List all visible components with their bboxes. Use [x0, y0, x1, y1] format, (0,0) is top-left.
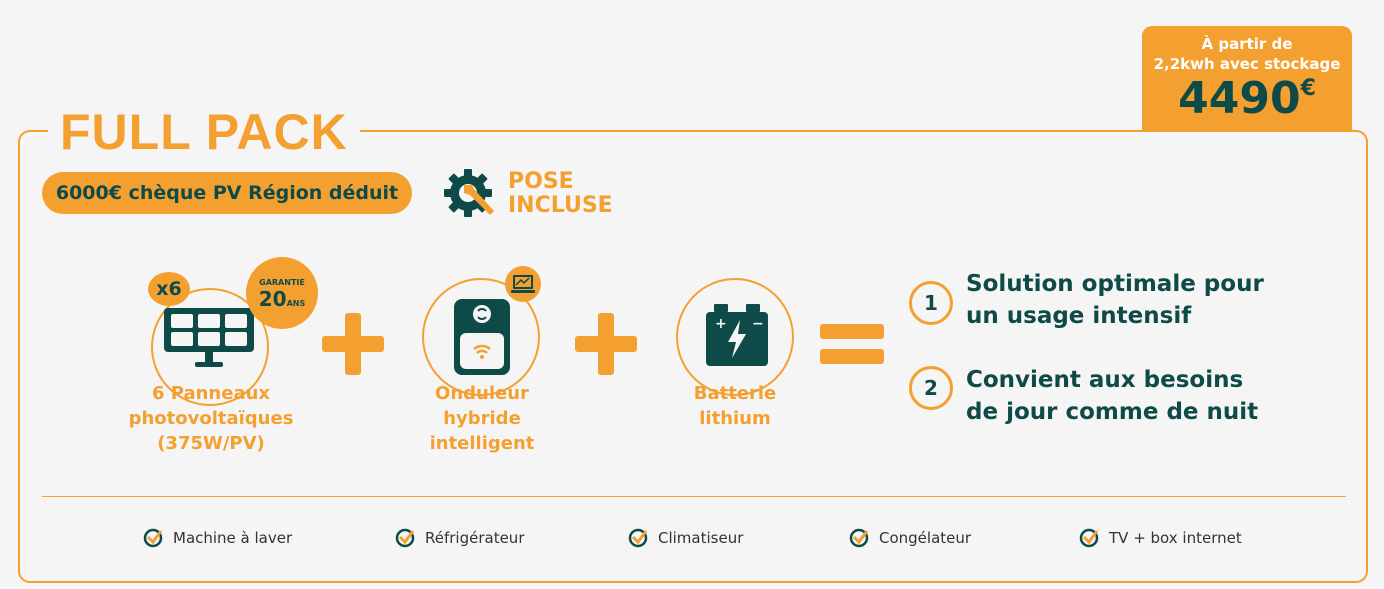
divider — [42, 496, 1346, 497]
svg-text:+: + — [715, 316, 727, 332]
plus-icon — [322, 313, 384, 375]
price-line-2: 2,2kwh avec stockage — [1153, 55, 1341, 73]
price-line-1: À partir de — [1201, 35, 1293, 53]
pack-title: FULL PACK — [48, 104, 360, 160]
appliance-item: Congélateur — [849, 527, 971, 549]
subsidy-pill: 6000€ chèque PV Région déduit — [42, 172, 412, 214]
appliance-label: Congélateur — [879, 529, 972, 547]
appliance-label: TV + box internet — [1109, 529, 1242, 547]
monitor-badge-icon — [505, 266, 541, 302]
gear-wrench-icon — [444, 169, 494, 217]
pose-incluse: POSE INCLUSE — [508, 169, 613, 218]
equals-icon — [820, 324, 884, 364]
battery-icon: + − — [706, 304, 768, 366]
component-label-panels: 6 Panneaux photovoltaïques (375W/PV) — [128, 383, 294, 454]
appliance-item: Réfrigérateur — [395, 527, 525, 549]
solar-panel-circle — [151, 288, 269, 406]
check-icon — [143, 528, 163, 548]
feature-number-2: 2 — [909, 366, 953, 410]
appliance-label: Réfrigérateur — [425, 529, 525, 547]
price-value: 4490€ — [1178, 73, 1316, 124]
inverter-circle — [422, 278, 540, 396]
feature-1: Solution optimale pour un usage intensif — [966, 271, 1264, 329]
plus-icon — [575, 313, 637, 375]
price-box: À partir de 2,2kwh avec stockage 4490€ — [1142, 26, 1352, 130]
panel-count-badge: x6 — [148, 272, 190, 306]
feature-number-1: 1 — [909, 281, 953, 325]
component-label-battery: Batterie lithium — [693, 383, 777, 429]
feature-2: Convient aux besoins de jour comme de nu… — [966, 367, 1259, 425]
appliance-item: TV + box internet — [1079, 527, 1242, 549]
appliance-label: Climatiseur — [658, 529, 744, 547]
warranty-years: 20 — [258, 287, 287, 311]
svg-text:−: − — [752, 316, 764, 332]
check-icon — [395, 528, 415, 548]
check-icon — [1079, 528, 1099, 548]
solar-panel-icon — [164, 308, 254, 367]
inverter-icon — [454, 299, 510, 375]
component-label-inverter: Onduleur hybride intelligent — [429, 383, 535, 454]
appliance-item: Machine à laver — [143, 527, 292, 549]
appliance-label: Machine à laver — [173, 529, 293, 547]
full-pack-card — [18, 130, 1368, 583]
warranty-unit: ANS — [286, 299, 306, 308]
battery-circle — [676, 278, 794, 396]
check-icon — [628, 528, 648, 548]
check-icon — [849, 528, 869, 548]
warranty-badge: GARANTIE 20ANS — [246, 257, 318, 329]
appliance-item: Climatiseur — [628, 527, 743, 549]
